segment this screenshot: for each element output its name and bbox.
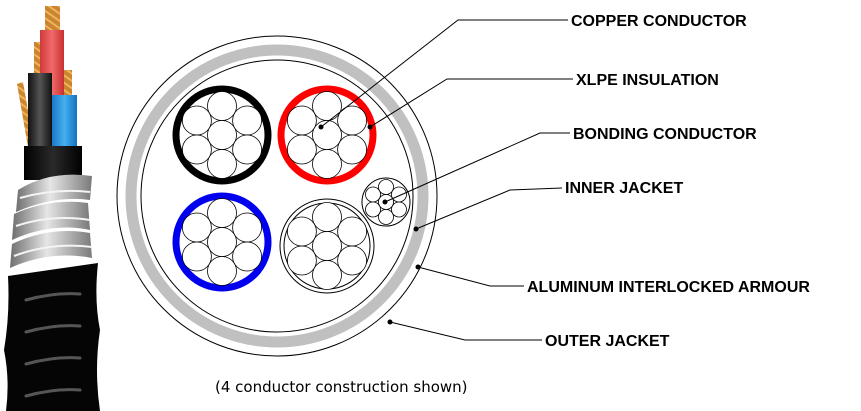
copper-strand: [181, 241, 212, 272]
copper-strand: [337, 245, 368, 276]
copper-strand: [207, 256, 237, 286]
copper-strand: [286, 216, 317, 247]
copper-strand: [181, 134, 212, 165]
copper-strand: [286, 134, 317, 165]
copper-strand: [181, 105, 212, 136]
copper-strand-red: [45, 6, 60, 34]
leader-dot: [413, 226, 419, 232]
copper-strand: [312, 202, 342, 232]
inner-jacket-sleeve: [24, 146, 82, 180]
leader-copper-conductor: [320, 19, 568, 128]
copper-strand: [337, 134, 368, 165]
outer-jacket-highlights: [24, 292, 82, 398]
leader-dot: [387, 319, 393, 325]
copper-strand: [207, 120, 237, 150]
copper-strand: [378, 179, 394, 195]
armour-coils: [10, 174, 93, 268]
leader-dot: [318, 124, 324, 130]
red-conductor: [277, 85, 377, 185]
copper-strand: [312, 231, 342, 261]
label-inner-jacket: INNER JACKET: [565, 180, 683, 197]
leader-dot: [415, 264, 421, 270]
black-insulation: [28, 73, 52, 148]
copper-strand: [312, 149, 342, 179]
copper-strand: [337, 216, 368, 247]
cable-illustration: [4, 6, 100, 411]
leader-dot: [382, 199, 388, 205]
copper-strand: [207, 149, 237, 179]
copper-strand: [286, 105, 317, 136]
leader-outer-jacket: [389, 321, 542, 341]
label-xlpe-insulation: XLPE INSULATION: [576, 72, 719, 89]
leader-dot: [367, 124, 373, 130]
white-conductor: [279, 198, 375, 294]
copper-strand: [232, 105, 263, 136]
copper-strand: [286, 245, 317, 276]
copper-strand: [365, 186, 381, 203]
caption: (4 conductor construction shown): [215, 378, 468, 396]
label-outer-jacket: OUTER JACKET: [545, 333, 670, 350]
label-bonding-conductor: BONDING CONDUCTOR: [573, 126, 757, 143]
copper-strand: [232, 134, 263, 165]
outer-jacket-sleeve: [4, 263, 100, 411]
copper-strand: [312, 91, 342, 121]
label-copper-conductor: COPPER CONDUCTOR: [571, 13, 747, 30]
blue-conductor: [172, 192, 272, 292]
copper-strand: [391, 201, 407, 218]
copper-strand: [207, 227, 237, 257]
label-aluminum-interlocked-armour: ALUMINUM INTERLOCKED ARMOUR: [527, 279, 810, 296]
copper-strand: [207, 198, 237, 228]
copper-strand: [181, 212, 212, 243]
blue-insulation: [52, 95, 77, 150]
copper-strand: [365, 201, 381, 218]
black-conductor: [172, 85, 272, 185]
copper-strand: [232, 212, 263, 243]
cable-cross-section: [116, 35, 438, 357]
copper-strand: [391, 186, 407, 203]
copper-strand: [232, 241, 263, 272]
leader-inner-jacket: [415, 187, 563, 230]
leader-armour: [417, 266, 524, 287]
leader-lines: [318, 19, 573, 341]
copper-strand: [312, 260, 342, 290]
copper-strand: [378, 209, 394, 225]
copper-strand: [207, 91, 237, 121]
leader-bonding-conductor: [384, 132, 570, 203]
leader-xlpe-insulation: [369, 78, 573, 128]
armour-ring: [125, 44, 429, 348]
copper-strand: [312, 120, 342, 150]
